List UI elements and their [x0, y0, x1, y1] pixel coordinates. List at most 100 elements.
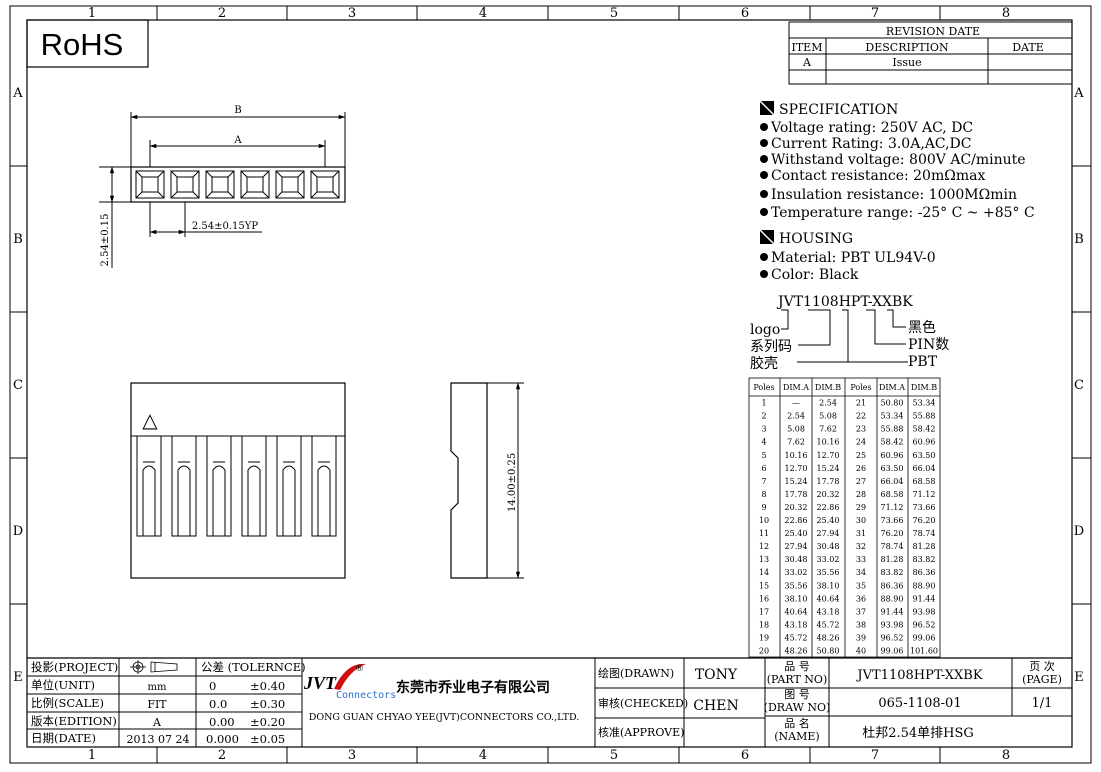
inner-border — [26, 19, 1073, 748]
dim-table-cell: 25 — [856, 451, 866, 460]
dim-table-cell: — — [792, 399, 800, 408]
dim-table-cell: 29 — [856, 503, 866, 512]
dim-table-cell: 48.26 — [817, 634, 840, 643]
page-value: 1/1 — [1032, 696, 1053, 711]
dim-table-cell: 10.16 — [817, 438, 840, 447]
dim-table-cell: 63.50 — [913, 451, 936, 460]
product-name-value: 杜邦2.54单排HSG — [862, 726, 974, 741]
dim-table-cell: 66.04 — [881, 477, 904, 486]
dim-table-cell: 48.26 — [785, 647, 808, 656]
dim-table-cell: 38.10 — [817, 581, 840, 590]
dim-table-cell: 68.58 — [913, 477, 936, 486]
logo-registered: ® — [355, 664, 364, 674]
spec-item: Temperature range: -25° C ~ +85° C — [771, 205, 1035, 221]
dim-table-cell: 93.98 — [913, 607, 936, 616]
dim-table-cell: 91.44 — [881, 607, 904, 616]
dim-table-cell: 26 — [856, 464, 866, 473]
spec-item: Insulation resistance: 1000MΩmin — [771, 187, 1017, 203]
dim-table-cell: 23 — [856, 425, 866, 434]
page-label-cn: 页 次 — [1029, 659, 1055, 673]
housing-title: HOUSING — [779, 231, 853, 247]
dim-table-cell: 50.80 — [817, 647, 840, 656]
height-side-label: 14.00±0.25 — [507, 453, 518, 512]
col-label: 2 — [218, 748, 226, 763]
dim-table-cell: 33 — [856, 555, 866, 564]
dim-table-cell: 78.74 — [881, 542, 904, 551]
rohs-label: RoHS — [41, 27, 124, 62]
dim-table-cell: 99.06 — [913, 634, 936, 643]
code-label-shell: 胶壳 — [750, 355, 778, 372]
logo-subtext: Connectors — [336, 690, 396, 701]
height-top-label: 2.54±0.15 — [100, 214, 111, 267]
dim-a-label: A — [233, 135, 242, 146]
dim-table-cell: 2.54 — [819, 399, 837, 408]
dim-table-cell: 93.98 — [881, 620, 904, 629]
dim-table-cell: 9 — [761, 503, 766, 512]
tolerance-digits: 0.000 — [206, 732, 239, 746]
revision-item: A — [802, 56, 812, 69]
title-block-grid — [27, 657, 1072, 747]
dim-table-cell: 55.88 — [881, 425, 904, 434]
scale-value: FIT — [147, 698, 167, 711]
row-label: B — [1074, 232, 1084, 247]
dim-table-cell: 3 — [761, 425, 766, 434]
dim-table-cell: 73.66 — [913, 503, 936, 512]
row-label: C — [1074, 378, 1084, 393]
revision-header-desc: DESCRIPTION — [865, 41, 949, 54]
dim-table-cell: 5.08 — [787, 425, 805, 434]
dim-table-cell: 22.86 — [785, 516, 808, 525]
column-labels: 1 2 3 4 5 6 7 8 1 2 3 4 5 6 7 8 — [88, 6, 1010, 763]
name-label-en: (NAME) — [774, 730, 819, 743]
part-no-value: JVT1108HPT-XXBK — [855, 668, 982, 683]
dim-table-header: Poles — [850, 383, 871, 392]
row-label: D — [13, 524, 23, 539]
dim-table-cell: 76.20 — [881, 529, 904, 538]
top-view — [99, 112, 346, 268]
dim-table-cell: 40 — [856, 647, 866, 656]
draw-no-value: 065-1108-01 — [878, 696, 961, 711]
code-label-pins: PIN数 — [908, 337, 949, 353]
part-no-label-cn: 品 号 — [784, 660, 810, 673]
row-label: D — [1074, 524, 1084, 539]
side-view — [450, 382, 524, 579]
drawn-by: TONY — [695, 667, 738, 683]
housing-item: Color: Black — [771, 267, 859, 283]
pin-cavities — [135, 170, 340, 199]
col-label: 3 — [348, 748, 356, 763]
edition-value: A — [152, 716, 162, 729]
revision-header-item: ITEM — [792, 41, 823, 54]
spec-item: Contact resistance: 20mΩmax — [771, 168, 985, 184]
dim-table-cell: 1 — [761, 399, 766, 408]
row-label: E — [13, 670, 23, 685]
scale-label: 比例(SCALE) — [31, 696, 104, 710]
revision-title: REVISION DATE — [886, 25, 980, 38]
dim-table-cell: 5.08 — [819, 412, 837, 421]
dim-table-cell: 22.86 — [817, 503, 840, 512]
spec-item: Withstand voltage: 800V AC/minute — [771, 152, 1026, 168]
pitch-label: 2.54±0.15YP — [192, 221, 259, 232]
date-value: 2013 07 24 — [127, 733, 190, 746]
dim-table-cell: 55.88 — [913, 412, 936, 421]
col-label: 4 — [479, 6, 487, 21]
spec-item: Current Rating: 3.0A,AC,DC — [771, 136, 971, 152]
checked-by: CHEN — [693, 698, 738, 714]
revision-header-date: DATE — [1012, 41, 1044, 54]
bullet-icon — [760, 139, 768, 147]
code-label-series: 系列码 — [750, 339, 792, 355]
part-code: JVT1108HPT-XXBK — [776, 294, 913, 310]
dim-table-cell: 35 — [856, 581, 866, 590]
dim-table-cell: 2.54 — [787, 412, 805, 421]
bullet-icon — [760, 155, 768, 163]
tolerance-label: 公差 (TOLERNCE) — [201, 660, 306, 674]
dim-table-cell: 27.94 — [785, 542, 808, 551]
col-label: 1 — [88, 748, 96, 763]
projection-icon — [130, 660, 178, 674]
tolerance-value: ±0.20 — [250, 715, 285, 729]
revision-table — [788, 21, 1073, 85]
dim-table-cell: 53.34 — [913, 399, 936, 408]
bullet-icon — [760, 190, 768, 198]
dim-table-cell: 76.20 — [913, 516, 936, 525]
row-label: B — [13, 232, 23, 247]
